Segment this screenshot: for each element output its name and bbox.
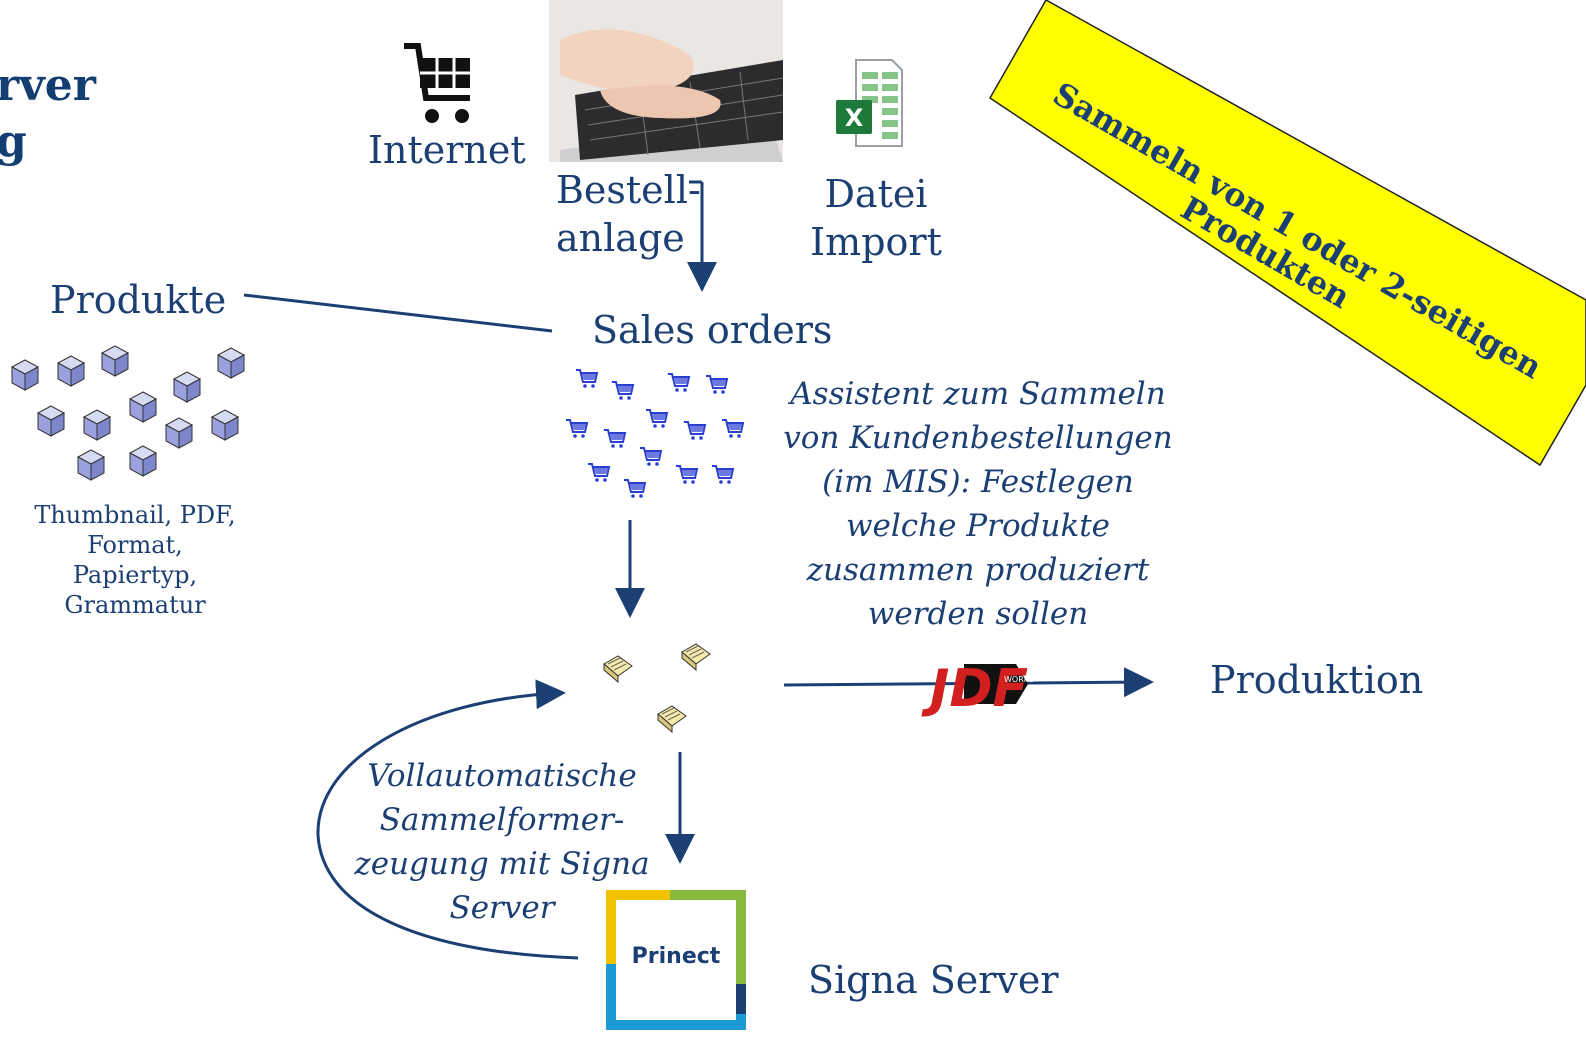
product-prop: Grammatur	[64, 591, 206, 619]
jdf-logo: JDF WORKS	[921, 659, 1034, 719]
label-datei-line2: Import	[810, 220, 942, 264]
label-sales-orders: Sales orders	[592, 308, 833, 352]
assistant-note-line: werden sollen	[867, 596, 1089, 632]
label-produkte: Produkte	[50, 278, 227, 322]
excel-file-icon: X	[836, 59, 903, 147]
auto-note-line: Vollautomatische	[367, 758, 637, 794]
label-produktion: Produktion	[1210, 658, 1424, 702]
auto-note-line: Sammelformer-	[379, 802, 625, 838]
line-produkte-to-orders	[243, 293, 553, 333]
banner-shape	[989, 0, 1586, 467]
assistant-note: Assistent zum Sammeln von Kundenbestellu…	[760, 372, 1196, 636]
svg-text:X: X	[845, 104, 864, 132]
page-title-line1: rver	[0, 60, 96, 111]
label-datei-import: Datei Import	[796, 170, 956, 266]
label-datei-line1: Datei	[824, 172, 928, 216]
auto-note-line: zeugung mit Signa	[354, 846, 650, 882]
product-prop: Thumbnail, PDF,	[34, 501, 236, 529]
product-prop: Papiertyp,	[72, 561, 198, 589]
cube-icon	[11, 345, 245, 481]
svg-text:JDF: JDF	[921, 659, 1028, 719]
assistant-note-line: zusammen produziert	[806, 552, 1150, 588]
label-internet: Internet	[368, 128, 526, 172]
assistant-note-line: Assistent zum Sammeln	[790, 376, 1166, 412]
auto-note: Vollautomatische Sammelformer- zeugung m…	[336, 754, 668, 930]
label-signa-server: Signa Server	[808, 958, 1059, 1002]
keyboard-photo	[549, 0, 784, 162]
assistant-note-line: welche Produkte	[845, 508, 1111, 544]
product-properties: Thumbnail, PDF, Format, Papiertyp, Gramm…	[6, 500, 264, 620]
page-title: rver g	[0, 58, 96, 170]
cart-icon	[565, 369, 744, 499]
product-prop: Format,	[87, 531, 183, 559]
assistant-note-line: (im MIS): Festlegen	[822, 464, 1134, 500]
label-bestell-line1: Bestell-	[556, 168, 701, 212]
prinect-logo-text: Prinect	[631, 944, 721, 969]
svg-text:WORKS: WORKS	[1004, 675, 1034, 684]
banner-line1: Sammeln von 1 oder 2-seitigen	[1047, 75, 1549, 387]
assistant-note-line: von Kundenbestellungen	[783, 420, 1173, 456]
label-bestellanlage: Bestell- anlage	[556, 166, 701, 262]
loop-arrow	[316, 679, 579, 960]
book-icon	[603, 643, 711, 733]
prinect-logo	[606, 890, 746, 1030]
auto-note-line: Server	[449, 890, 555, 926]
shopping-cart-icon	[404, 43, 470, 123]
label-bestell-line2: anlage	[556, 216, 685, 260]
page-title-line2: g	[0, 116, 27, 167]
